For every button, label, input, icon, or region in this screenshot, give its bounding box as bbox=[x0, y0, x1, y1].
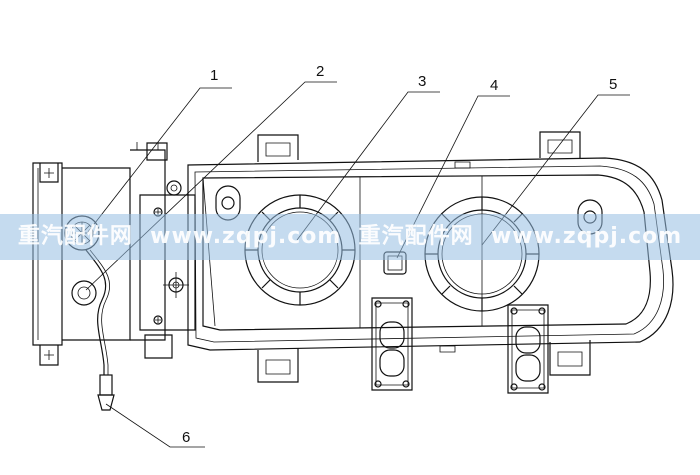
left-mounting-bracket bbox=[32, 142, 196, 366]
leader-lines bbox=[85, 81, 630, 448]
callout-3: 3 bbox=[418, 73, 426, 90]
lamp-housing bbox=[187, 157, 674, 351]
wire-grommet bbox=[71, 280, 97, 306]
callout-5: 5 bbox=[609, 76, 617, 93]
adjusting-screws bbox=[163, 180, 189, 298]
wire-harness bbox=[85, 249, 115, 411]
mounting-block-center bbox=[371, 297, 413, 391]
watermark-band: 重汽配件网 www.zqpj.com 重汽配件网 www.zqpj.com bbox=[0, 214, 700, 260]
callout-6: 6 bbox=[182, 429, 190, 446]
callout-4: 4 bbox=[490, 77, 498, 94]
callout-2: 2 bbox=[316, 63, 324, 80]
housing-tabs bbox=[257, 131, 591, 383]
watermark-text: 重汽配件网 www.zqpj.com 重汽配件网 www.zqpj.com bbox=[17, 224, 683, 249]
mounting-block-right bbox=[507, 304, 549, 394]
callout-1: 1 bbox=[210, 67, 218, 84]
